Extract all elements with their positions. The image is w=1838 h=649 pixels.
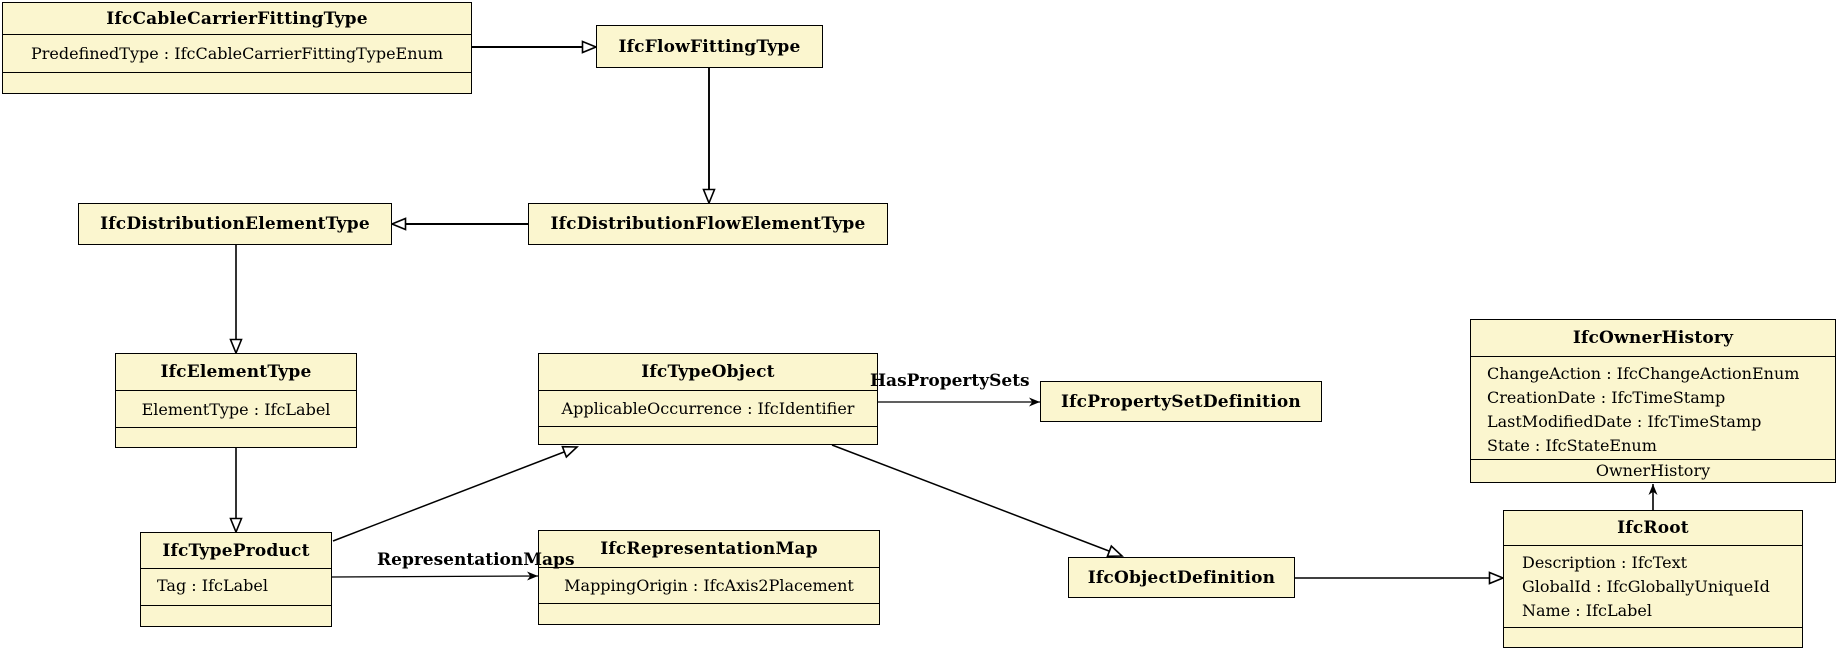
empty-compartment [1504,627,1802,642]
class-title: IfcTypeProduct [162,540,310,561]
class-title: IfcRepresentationMap [600,539,818,559]
class-ifc-root: IfcRoot Description : IfcText GlobalId :… [1503,510,1803,648]
empty-compartment [3,72,471,90]
class-ifc-cable-carrier-fitting-type: IfcCableCarrierFittingType PredefinedTyp… [2,2,472,94]
attributes-compartment: Tag : IfcLabel [141,568,331,605]
empty-compartment [116,427,356,444]
attribute: MappingOrigin : IfcAxis2Placement [564,576,854,595]
attributes-compartment: ChangeAction : IfcChangeActionEnum Creat… [1471,356,1835,459]
class-ifc-owner-history: IfcOwnerHistory ChangeAction : IfcChange… [1470,319,1836,483]
attribute: CreationDate : IfcTimeStamp [1487,388,1726,407]
attributes-compartment: MappingOrigin : IfcAxis2Placement [539,567,879,603]
class-ifc-type-product: IfcTypeProduct Tag : IfcLabel [140,532,332,627]
class-title: IfcDistributionFlowElementType [550,214,866,234]
attributes-compartment: Description : IfcText GlobalId : IfcGlob… [1504,545,1802,627]
attributes-compartment: ElementType : IfcLabel [116,390,356,427]
class-title: IfcCableCarrierFittingType [106,8,368,29]
class-ifc-distribution-flow-element-type: IfcDistributionFlowElementType [528,203,888,245]
empty-compartment [539,426,877,441]
class-ifc-representation-map: IfcRepresentationMap MappingOrigin : Ifc… [538,530,880,625]
class-title: IfcElementType [160,362,312,382]
footer-compartment: OwnerHistory [1471,459,1835,480]
attribute: Description : IfcText [1522,553,1688,572]
class-title: IfcPropertySetDefinition [1061,391,1301,412]
edge-typeproduct-to-typeobject-generalization [332,445,579,542]
has-property-sets-label: HasPropertySets [870,371,1030,391]
class-title: IfcRoot [1617,518,1689,538]
attribute: GlobalId : IfcGloballyUniqueId [1522,577,1770,596]
attribute: Name : IfcLabel [1522,601,1652,620]
class-title: IfcDistributionElementType [100,214,370,234]
class-ifc-property-set-definition: IfcPropertySetDefinition [1040,381,1322,422]
class-ifc-object-definition: IfcObjectDefinition [1068,557,1295,598]
attribute: ApplicableOccurrence : IfcIdentifier [561,399,855,418]
attribute: State : IfcStateEnum [1487,436,1657,455]
attribute: Tag : IfcLabel [157,576,268,595]
empty-compartment [539,603,879,621]
class-ifc-element-type: IfcElementType ElementType : IfcLabel [115,353,357,448]
attributes-compartment: ApplicableOccurrence : IfcIdentifier [539,390,877,426]
class-ifc-flow-fitting-type: IfcFlowFittingType [596,25,823,68]
class-ifc-distribution-element-type: IfcDistributionElementType [78,203,392,245]
empty-compartment [141,605,331,623]
class-title: IfcOwnerHistory [1572,328,1734,348]
attribute: ChangeAction : IfcChangeActionEnum [1487,364,1800,383]
attribute: LastModifiedDate : IfcTimeStamp [1487,412,1762,431]
class-title: IfcFlowFittingType [618,36,801,57]
class-ifc-type-object: IfcTypeObject ApplicableOccurrence : Ifc… [538,353,878,445]
attribute: ElementType : IfcLabel [141,399,331,419]
representation-maps-label: RepresentationMaps [377,550,575,570]
attributes-compartment: PredefinedType : IfcCableCarrierFittingT… [3,34,471,72]
edge-representationmaps-association [331,571,539,581]
class-title: IfcTypeObject [641,362,775,382]
attribute: PredefinedType : IfcCableCarrierFittingT… [30,44,443,63]
class-title: IfcObjectDefinition [1087,567,1276,588]
edge-typeobject-to-objectdefinition-generalization [831,444,1124,558]
